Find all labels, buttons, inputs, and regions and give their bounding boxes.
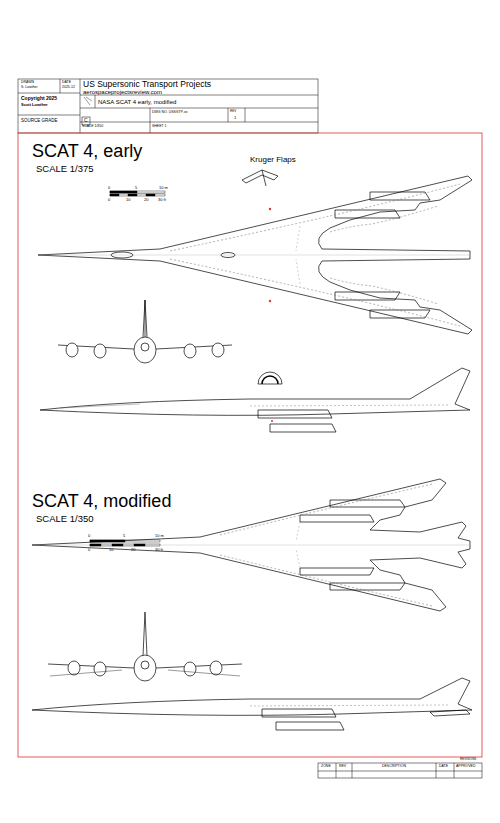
drawing-label: 5 — [135, 186, 137, 190]
drawing-label: aerospaceprojectsreview.com — [83, 89, 162, 95]
drawing-label: 2025-12 — [62, 86, 75, 90]
drawing-label: DWG NO. USSSTP-xx — [152, 111, 187, 115]
drawing-label: DESCRIPTION — [382, 765, 406, 769]
drawing-frame — [18, 133, 482, 757]
drawing-label: REV — [230, 110, 236, 113]
drawing-label: SCAT 4, early — [32, 142, 142, 160]
drawing-label: 1 — [234, 116, 236, 120]
drawing-label: 5 — [123, 534, 125, 538]
drawing-label: Scott Lowther — [21, 103, 48, 107]
drawing-label: DRAWN — [21, 81, 34, 85]
drawing-label: APPROVED — [456, 765, 475, 769]
kruger-flap-icon — [242, 170, 278, 186]
drawing-label: REV — [339, 765, 346, 769]
drawing-label: 0 — [88, 534, 90, 538]
drawing-label: C — [84, 118, 88, 123]
drawing-label: DATE — [62, 81, 71, 85]
drawing-label: 30 ft — [158, 198, 166, 202]
drawing-label: 0 — [108, 198, 110, 202]
drawing-label: ZONE — [321, 765, 331, 769]
drawing-label: 20 — [144, 198, 148, 202]
drawing-label: DATE — [439, 765, 448, 769]
drawing-label: 0 — [108, 186, 110, 190]
drawing-label: 10 m — [155, 534, 164, 538]
top-view-modified — [32, 479, 470, 611]
front-view-early — [58, 300, 232, 363]
drawing-label: 10 — [109, 548, 113, 552]
title-block — [18, 79, 318, 133]
drawing-label: 20 — [131, 548, 135, 552]
drawing-label: 0 — [88, 548, 90, 552]
section-icon — [258, 372, 282, 384]
drawing-label: 10 m — [159, 186, 168, 190]
drawing-label: REVISIONS — [460, 758, 476, 761]
drawing-label: Copyright 2025 — [21, 96, 57, 101]
drawing-label: SCALE 1/350 — [82, 125, 103, 129]
drawing-label: US Supersonic Transport Projects — [83, 80, 211, 89]
drawing-label: SCALE 1/350 — [36, 514, 94, 524]
scale-bar-early — [110, 191, 165, 196]
drawing-label: SHEET 1 — [152, 125, 167, 129]
drawing-label: SOURCE GRADE — [21, 119, 58, 124]
drawing-label: 30 ft — [155, 548, 163, 552]
drawing-label: 10 — [126, 198, 130, 202]
front-view-modified — [48, 612, 242, 681]
top-view-early — [38, 176, 472, 334]
drawing-label: SCALE 1/375 — [36, 164, 94, 174]
side-view-modified — [32, 678, 472, 730]
drawing-label: SCAT 4, modified — [32, 492, 171, 510]
scale-bar-modified — [90, 540, 160, 546]
drawing-label: NASA SCAT 4 early, modified — [98, 99, 176, 105]
side-view-early — [40, 368, 470, 432]
drawing-label: S. Lowther — [21, 86, 38, 90]
revision-block — [318, 763, 482, 778]
drawing-label: Kruger Flaps — [250, 156, 296, 164]
